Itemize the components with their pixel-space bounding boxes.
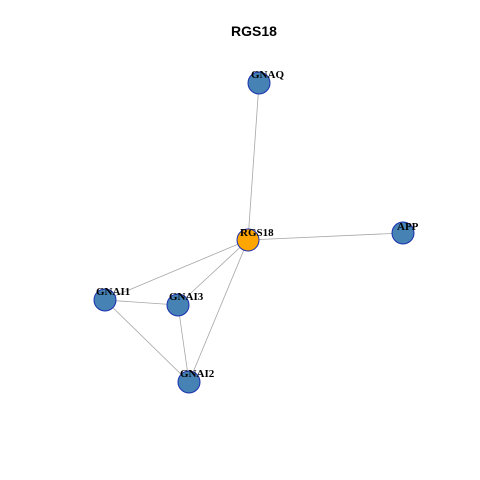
node-gnaq — [247, 71, 271, 95]
edge-gnai1-gnai3 — [104, 299, 179, 306]
node-gnai2 — [177, 370, 201, 394]
edge-rgs18-gnai2 — [188, 239, 249, 383]
node-rgs18 — [236, 228, 260, 252]
node-label-gnai3: GNAI3 — [169, 291, 204, 303]
edge-rgs18-gnai1 — [104, 239, 249, 301]
node-gnai3 — [166, 293, 190, 317]
node-label-gnai2: GNAI2 — [180, 368, 215, 380]
node-gnai1 — [93, 288, 117, 312]
node-label-gnai1: GNAI1 — [96, 286, 130, 298]
nodes-layer — [93, 71, 415, 394]
node-label-rgs18: RGS18 — [240, 227, 274, 239]
node-app — [391, 221, 415, 245]
edge-rgs18-gnai3 — [177, 239, 249, 306]
edge-gnai1-gnai2 — [104, 299, 190, 383]
edge-gnai3-gnai2 — [177, 304, 190, 383]
diagram-title: RGS18 — [231, 23, 277, 39]
node-label-gnaq: GNAQ — [251, 69, 284, 81]
node-label-app: APP — [397, 221, 419, 233]
edge-rgs18-app — [247, 232, 404, 241]
edges-layer — [104, 82, 404, 383]
edge-rgs18-gnaq — [247, 82, 260, 241]
